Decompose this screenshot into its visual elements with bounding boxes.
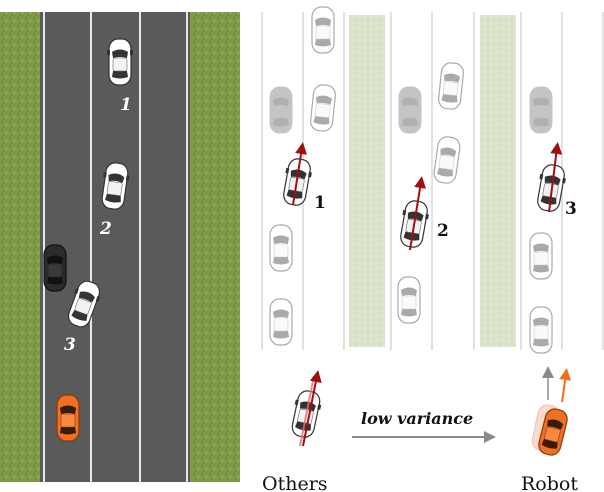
median-2 bbox=[480, 15, 516, 347]
other-car-1 bbox=[106, 38, 134, 86]
lane-label-3: 3 bbox=[565, 199, 577, 219]
legend-others-label: Others bbox=[262, 473, 328, 492]
others-arrow bbox=[302, 370, 322, 447]
road-label-2: 2 bbox=[99, 219, 112, 239]
road-label-1: 1 bbox=[120, 95, 132, 115]
intent-arrow-3 bbox=[548, 142, 563, 213]
legend bbox=[287, 366, 572, 458]
robot-car bbox=[56, 394, 80, 442]
robot-arrow bbox=[559, 368, 572, 403]
intent-arrow-2 bbox=[409, 176, 426, 251]
dark-car bbox=[43, 244, 67, 292]
road-label-3: 3 bbox=[64, 335, 76, 355]
lane-label-1: 1 bbox=[314, 193, 326, 213]
legend-robot-label: Robot bbox=[521, 473, 578, 492]
median-1 bbox=[349, 15, 385, 347]
intent-arrow-1 bbox=[292, 142, 307, 206]
highway-scene bbox=[0, 12, 240, 482]
arrow-caption: low variance bbox=[361, 409, 473, 428]
lane-label-2: 2 bbox=[437, 221, 449, 241]
schematic-lanes bbox=[261, 6, 604, 354]
